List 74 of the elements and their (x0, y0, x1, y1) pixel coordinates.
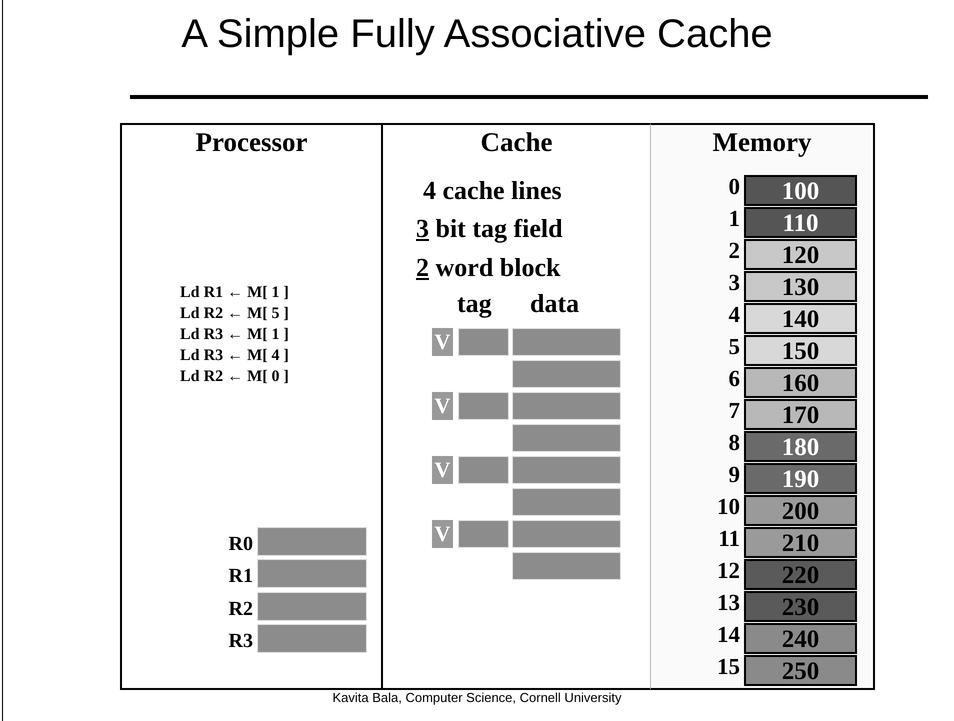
column-heading: data (530, 289, 580, 319)
panel-heading: Processor (194, 127, 308, 158)
address-label: 4 (728, 303, 740, 327)
data-box (512, 360, 621, 388)
panel-heading: Cache (480, 127, 554, 158)
memory-cell: 160 (744, 367, 857, 398)
processor-panel (120, 123, 383, 690)
data-box (512, 328, 621, 356)
address-label: 13 (716, 591, 740, 615)
instruction-text: Ld R3 ← M[ 1 ] (180, 326, 289, 344)
instruction-text: Ld R1 ← M[ 1 ] (180, 284, 289, 302)
address-label: 14 (716, 623, 740, 647)
panel-heading: Memory (712, 127, 812, 158)
memory-cell: 240 (744, 623, 857, 654)
address-label: 2 (728, 239, 740, 263)
memory-cell: 120 (744, 239, 857, 270)
address-label: 8 (728, 431, 740, 455)
register-label: R0 (228, 532, 253, 557)
address-label: 15 (716, 655, 740, 679)
memory-cell: 250 (744, 655, 857, 686)
cache-panel (383, 123, 650, 690)
register-box (257, 527, 367, 556)
memory-cell: 150 (744, 335, 857, 366)
tag-box (458, 328, 509, 356)
data-box (512, 392, 621, 420)
memory-cell: 110 (744, 207, 857, 238)
valid-bit-box: V (432, 520, 453, 548)
address-label: 5 (728, 335, 740, 359)
memory-panel (650, 123, 875, 690)
address-label: 11 (717, 527, 740, 551)
cache-parameter-text: 2 word block (416, 253, 560, 283)
register-box (257, 592, 367, 621)
address-label: 1 (728, 207, 740, 231)
slide-title: A Simple Fully Associative Cache (180, 12, 774, 57)
memory-cell: 140 (744, 303, 857, 334)
memory-cell: 130 (744, 271, 857, 302)
tag-box (458, 520, 509, 548)
address-label: 12 (716, 559, 740, 583)
register-box (257, 559, 367, 588)
address-label: 6 (728, 367, 740, 391)
address-label: 3 (728, 271, 740, 295)
tag-box (458, 456, 509, 484)
register-label: R1 (228, 564, 253, 589)
cache-parameter-text: 4 cache lines (423, 176, 562, 206)
memory-cell: 210 (744, 527, 857, 558)
memory-cell: 180 (744, 431, 857, 462)
address-label: 0 (728, 175, 740, 199)
memory-cell: 200 (744, 495, 857, 526)
valid-bit-box: V (432, 392, 453, 420)
tag-box (458, 392, 509, 420)
memory-cell: 190 (744, 463, 857, 494)
data-box (512, 456, 621, 484)
register-label: R3 (228, 629, 253, 654)
address-label: 7 (728, 399, 740, 423)
data-box (512, 552, 621, 580)
instruction-text: Ld R2 ← M[ 0 ] (180, 368, 289, 386)
register-label: R2 (228, 597, 253, 622)
memory-cell: 100 (744, 175, 857, 206)
instruction-text: Ld R2 ← M[ 5 ] (180, 305, 289, 323)
address-label: 10 (716, 495, 740, 519)
data-box (512, 520, 621, 548)
memory-cell: 230 (744, 591, 857, 622)
slide-footer: Kavita Bala, Computer Science, Cornell University (0, 690, 954, 705)
valid-bit-box: V (432, 328, 453, 356)
register-box (257, 624, 367, 653)
data-box (512, 488, 621, 516)
memory-cell: 220 (744, 559, 857, 590)
valid-bit-box: V (432, 456, 453, 484)
column-heading: tag (457, 289, 492, 319)
data-box (512, 424, 621, 452)
address-label: 9 (728, 463, 740, 487)
instruction-text: Ld R3 ← M[ 4 ] (180, 347, 289, 365)
cache-parameter-text: 3 bit tag field (416, 214, 563, 244)
memory-cell: 170 (744, 399, 857, 430)
